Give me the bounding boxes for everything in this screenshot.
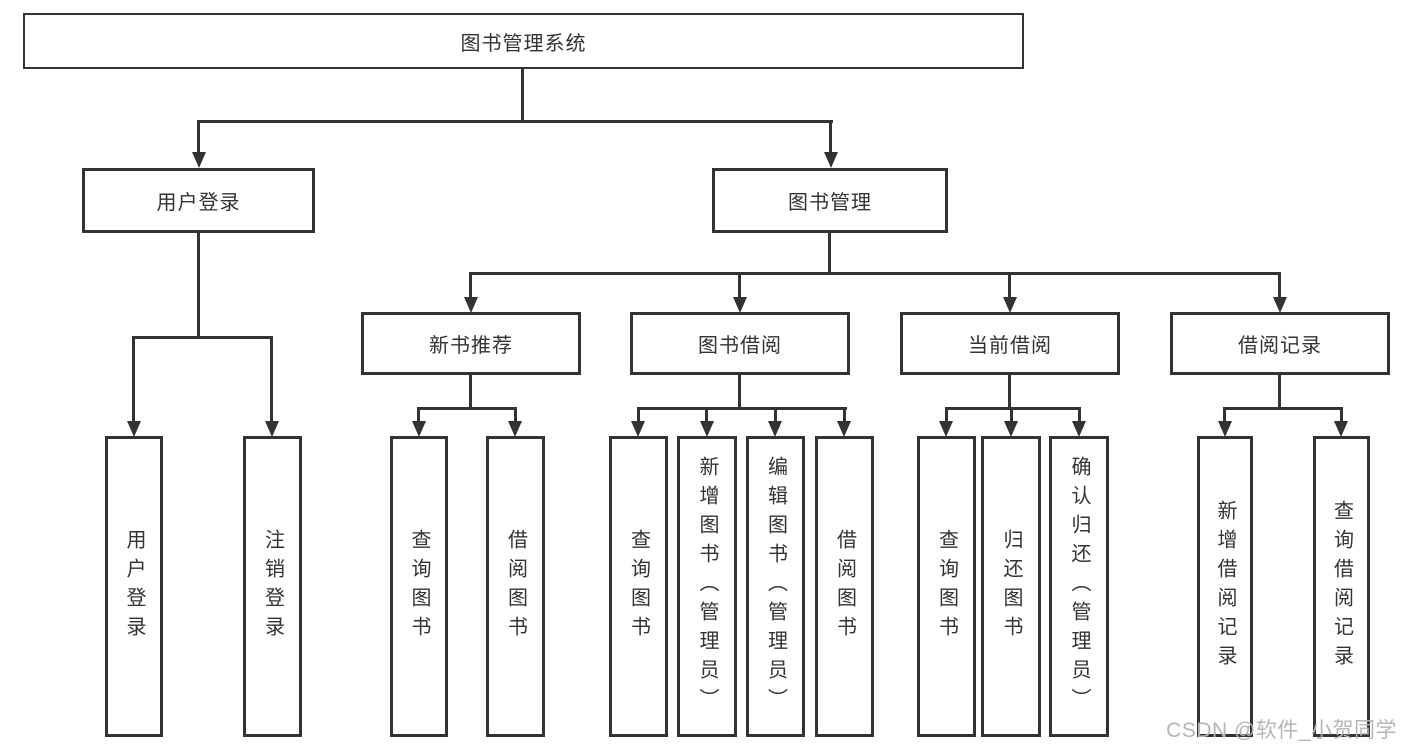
connector-line [521, 67, 524, 123]
connector-line [738, 375, 741, 410]
connector-line [417, 407, 517, 410]
connector-line [197, 233, 200, 339]
node-current-borrow: 当前借阅 [900, 312, 1120, 375]
node-borrow-records-label: 借阅记录 [1238, 335, 1322, 357]
connector-line [1223, 407, 1226, 424]
connector-line [417, 407, 420, 424]
leaf-bb-edit-books-label: 编辑图书（管理员） [764, 456, 787, 717]
arrow-down-icon [939, 421, 953, 437]
node-new-books-label: 新书推荐 [429, 335, 513, 357]
leaf-cb-return-books: 归还图书 [981, 436, 1041, 737]
arrow-down-icon [508, 421, 522, 437]
node-book-mgmt-label: 图书管理 [788, 192, 872, 214]
leaf-bb-borrow-books: 借阅图书 [815, 436, 874, 737]
connector-line [197, 120, 833, 123]
connector-line [945, 407, 1081, 410]
leaf-br-query-record: 查询借阅记录 [1313, 436, 1370, 737]
leaf-nb-borrow-books: 借阅图书 [486, 436, 545, 737]
leaf-cb-confirm-return: 确认归还（管理员） [1049, 436, 1109, 737]
connector-line [1010, 407, 1013, 424]
connector-line [132, 336, 135, 423]
node-user-login: 用户登录 [82, 168, 315, 233]
arrow-down-icon [464, 297, 478, 313]
leaf-cb-confirm-return-label: 确认归还（管理员） [1068, 456, 1090, 717]
leaf-bb-query-books: 查询图书 [609, 436, 668, 737]
leaf-nb-borrow-books-label: 借阅图书 [504, 528, 527, 645]
connector-line [843, 407, 846, 424]
connector-line [469, 375, 472, 410]
node-book-borrow: 图书借阅 [630, 312, 850, 375]
arrow-down-icon [733, 297, 747, 313]
connector-line [197, 120, 200, 155]
connector-line [705, 407, 708, 424]
arrow-down-icon [127, 421, 141, 437]
node-root: 图书管理系统 [23, 13, 1024, 69]
arrow-down-icon [192, 152, 206, 168]
leaf-bb-borrow-books-label: 借阅图书 [833, 528, 856, 645]
connector-line [1278, 272, 1281, 300]
leaf-cb-return-books-label: 归还图书 [1000, 528, 1022, 645]
node-borrow-records: 借阅记录 [1170, 312, 1390, 375]
leaf-bb-add-books-label: 新增图书（管理员） [696, 456, 718, 717]
arrow-down-icon [1072, 421, 1086, 437]
arrow-down-icon [1334, 421, 1348, 437]
connector-line [1008, 272, 1011, 300]
node-user-login-label: 用户登录 [156, 192, 241, 214]
connector-line [1340, 407, 1343, 424]
leaf-bb-edit-books: 编辑图书（管理员） [746, 436, 805, 737]
leaf-cb-query-books-label: 查询图书 [935, 528, 958, 645]
leaf-br-add-record: 新增借阅记录 [1197, 436, 1253, 737]
connector-line [1078, 407, 1081, 424]
leaf-bb-add-books: 新增图书（管理员） [677, 436, 737, 737]
arrow-down-icon [1004, 421, 1018, 437]
arrow-down-icon [1273, 297, 1287, 313]
connector-line [637, 407, 640, 424]
connector-line [829, 120, 832, 155]
node-book-mgmt: 图书管理 [712, 168, 948, 233]
leaf-user-login: 用户登录 [105, 436, 163, 737]
connector-line [774, 407, 777, 424]
arrow-down-icon [412, 421, 426, 437]
node-new-books: 新书推荐 [361, 312, 581, 375]
connector-line [270, 336, 273, 423]
connector-line [1223, 407, 1343, 410]
leaf-user-login-label: 用户登录 [123, 528, 145, 645]
node-current-borrow-label: 当前借阅 [968, 335, 1052, 357]
connector-line [828, 233, 831, 275]
connector-line [514, 407, 517, 424]
leaf-nb-query-books: 查询图书 [390, 436, 448, 737]
leaf-bb-query-books-label: 查询图书 [627, 528, 650, 645]
connector-line [1278, 375, 1281, 410]
arrow-down-icon [1218, 421, 1232, 437]
leaf-nb-query-books-label: 查询图书 [408, 528, 430, 645]
watermark: CSDN @软件_小贺同学 [1166, 719, 1397, 742]
connector-line [1008, 375, 1011, 410]
leaf-br-query-record-label: 查询借阅记录 [1330, 499, 1353, 674]
arrow-down-icon [837, 421, 851, 437]
leaf-logout-label: 注销登录 [261, 528, 284, 645]
connector-line [945, 407, 948, 424]
arrow-down-icon [631, 421, 645, 437]
arrow-down-icon [700, 421, 714, 437]
arrow-down-icon [265, 421, 279, 437]
connector-line [637, 407, 847, 410]
leaf-br-add-record-label: 新增借阅记录 [1214, 499, 1236, 674]
node-root-label: 图书管理系统 [460, 32, 587, 55]
arrow-down-icon [768, 421, 782, 437]
connector-line [738, 272, 741, 300]
arrow-down-icon [1003, 297, 1017, 313]
leaf-logout: 注销登录 [243, 436, 302, 737]
connector-line [132, 336, 273, 339]
connector-line [469, 272, 472, 300]
leaf-cb-query-books: 查询图书 [917, 436, 976, 737]
node-book-borrow-label: 图书借阅 [698, 335, 782, 357]
connector-line [469, 272, 1281, 275]
arrow-down-icon [824, 152, 838, 168]
